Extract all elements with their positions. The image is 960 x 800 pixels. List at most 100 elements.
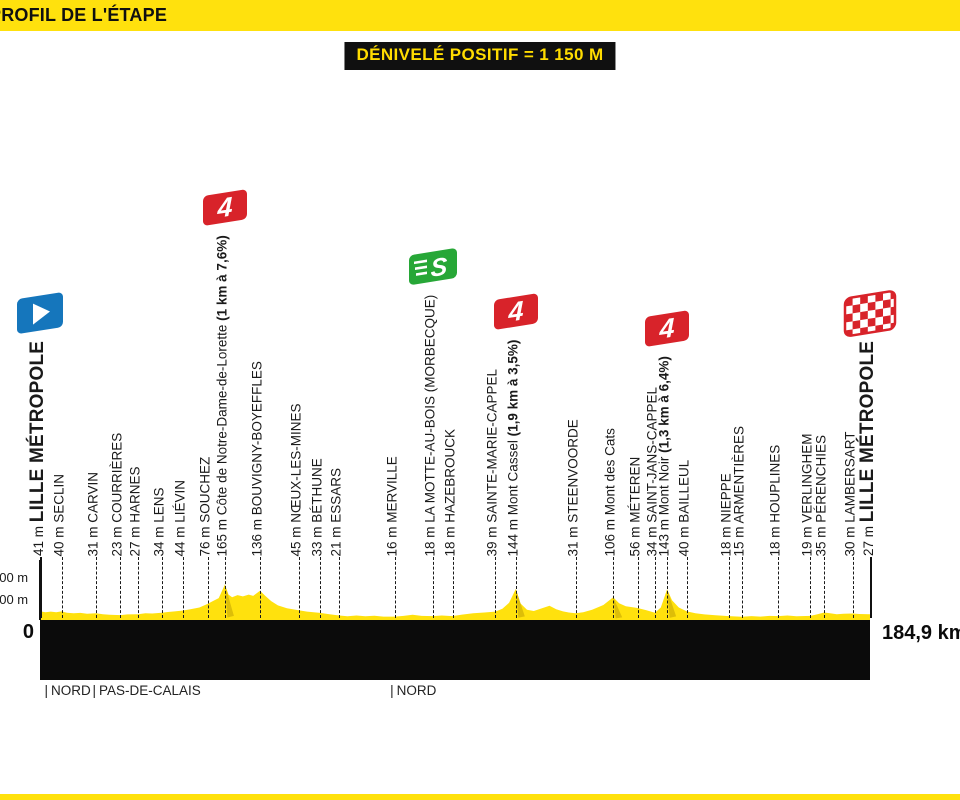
altitude-value: 56 m (627, 525, 642, 556)
city-name: Mont des Cats (602, 427, 618, 515)
altitude-value: 40 m (51, 525, 66, 556)
city-name: SAINTE-MARIE-CAPPEL (484, 368, 500, 523)
city-tick (655, 557, 656, 618)
city-tick (432, 557, 434, 618)
altitude-value: 76 m (197, 525, 213, 556)
city-name: Côte de Notre-Dame-de-Lorette (214, 324, 230, 515)
city-tick (667, 557, 669, 618)
region-label: |NORD (390, 683, 437, 698)
altitude-value: 40 m (676, 525, 692, 556)
km-band (40, 620, 870, 680)
km-origin-label: 0 (22, 621, 34, 643)
city-tick (320, 557, 322, 618)
altitude-value: 27 m (127, 525, 143, 556)
city-tick (452, 557, 454, 618)
city-tick (637, 557, 639, 618)
city-tick (824, 557, 826, 618)
city-name: PÉRENCHIES (813, 434, 829, 523)
city-name: SOUCHEZ (197, 456, 213, 523)
region-separator: | (390, 683, 394, 698)
city-tick (339, 557, 341, 618)
city-tick (515, 557, 517, 618)
altitude-value: 15 m (731, 525, 747, 556)
city-name: ARMENTIÈRES (731, 425, 747, 523)
altitude-value: 23 m (109, 525, 125, 556)
altitude-value: 165 m (214, 518, 230, 556)
altitude-value: 27 m (861, 525, 876, 556)
category-4-climb-badge: 4 (197, 179, 253, 236)
city-tick (161, 557, 163, 618)
altitude-value: 136 m (249, 518, 265, 556)
city-tick (575, 557, 577, 618)
city-tick (61, 557, 63, 618)
region-label: |PAS-DE-CALAIS (92, 683, 201, 698)
profile-area (40, 584, 870, 620)
city-name: MERVILLE (384, 455, 400, 523)
altitude-value: 16 m (384, 525, 400, 556)
city-name: MÉTEREN (627, 456, 642, 523)
altitude-value: 106 m (602, 518, 618, 556)
altitude-value: 18 m (442, 525, 457, 556)
denivele-badge: DÉNIVELÉ POSITIF = 1 150 M (344, 42, 616, 70)
city-name: ESSARS (328, 467, 344, 523)
city-name: BÉTHUNE (309, 457, 325, 523)
bottom-yellow-strip (0, 794, 960, 800)
city-name: NŒUX-LES-MINES (288, 402, 304, 523)
altitude-value: 143 m (656, 518, 672, 556)
altitude-value: 31 m (85, 525, 101, 556)
city-name: BAILLEUL (676, 459, 692, 523)
city-name: Mont Noir (656, 456, 672, 515)
city-name: LILLE MÉTROPOLE (857, 340, 878, 523)
city-name: STEENVOORDE (565, 418, 580, 523)
city-tick (395, 557, 397, 618)
elevation-axis-line (39, 560, 41, 620)
altitude-value: 44 m (172, 525, 188, 556)
sprint-badge: S (405, 238, 461, 295)
city-tick (120, 557, 122, 618)
climb-stats: (1,9 km à 3,5%) (505, 339, 521, 436)
climb-stats: (1 km à 7,6%) (214, 234, 230, 321)
elevation-tick-200m: 200 m (0, 570, 29, 585)
elevation-tick-100m: 100 m (0, 591, 29, 607)
city-tick (778, 557, 780, 618)
city-tick (810, 557, 812, 618)
city-tick (207, 557, 209, 618)
finish-flag-icon (842, 285, 898, 342)
category-4-climb-badge: 4 (639, 300, 695, 357)
altitude-value: 31 m (565, 525, 580, 556)
city-tick (40, 557, 42, 618)
altitude-value: 18 m (767, 525, 783, 556)
city-name: LILLE MÉTROPOLE (27, 340, 48, 523)
altitude-value: 34 m (151, 525, 167, 556)
header-banner: PROFIL DE L'ÉTAPE (0, 0, 960, 31)
altitude-value: 21 m (328, 525, 344, 556)
city-tick (298, 557, 300, 618)
city-tick (224, 557, 226, 618)
city-tick (183, 557, 185, 618)
altitude-value: 45 m (288, 525, 304, 556)
altitude-value: 39 m (484, 525, 500, 556)
region-label: |NORD (44, 683, 91, 698)
climb-stats: (1,3 km à 6,4%) (656, 355, 672, 453)
total-distance-label: 184,9 km (882, 622, 960, 644)
city-name: COURRIÈRES (109, 432, 125, 523)
peak-shade (515, 589, 525, 618)
city-name: HAZEBROUCK (442, 428, 457, 523)
start-flag-icon (12, 285, 68, 342)
altitude-value: 41 m (31, 525, 46, 556)
city-name: LIÉVIN (172, 479, 188, 523)
page-title: PROFIL DE L'ÉTAPE (0, 5, 168, 25)
altitude-value: 33 m (309, 525, 325, 556)
city-tick (686, 557, 688, 618)
city-tick (260, 557, 261, 618)
city-name: CARVIN (85, 471, 101, 523)
city-name: HARNES (127, 465, 143, 523)
city-name: BOUVIGNY-BOYEFFLES (249, 360, 265, 515)
altitude-value: 144 m (505, 518, 521, 556)
region-separator: | (44, 683, 49, 698)
city-name: LAMBERSART (842, 430, 857, 523)
city-tick (870, 557, 872, 618)
svg-text:4: 4 (659, 312, 675, 345)
svg-text:4: 4 (507, 295, 523, 328)
